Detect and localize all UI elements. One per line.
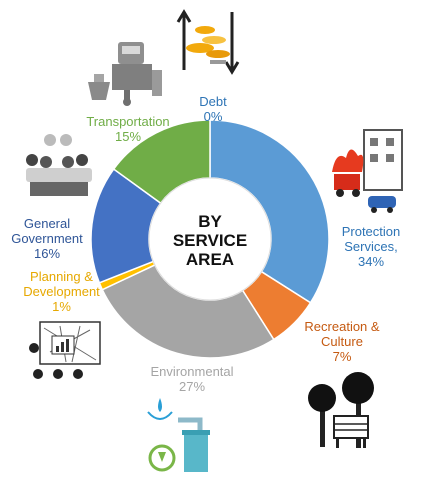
label-transportation: Transportation 15%	[78, 114, 178, 144]
environmental-icon	[147, 398, 210, 472]
label-transportation-name: Transportation	[86, 114, 170, 129]
debt-coins-icon	[176, 9, 240, 75]
donut-hole	[148, 177, 272, 301]
label-recreation-culture-value: 7%	[332, 349, 352, 364]
label-debt-value: 0%	[203, 109, 223, 124]
recreation-culture-icon	[308, 372, 374, 448]
planning-development-icon	[29, 321, 101, 379]
label-planning-development-line1: Planning &	[30, 269, 93, 284]
label-recreation-culture: Recreation & Culture 7%	[292, 319, 392, 364]
label-protection-services: Protection Services, 34%	[321, 224, 421, 269]
label-general-government-value: 16%	[33, 246, 61, 261]
label-planning-development-value: 1%	[52, 299, 71, 314]
protection-services-icon	[332, 129, 403, 213]
chart-title-line2: SERVICE	[172, 231, 248, 250]
label-environmental-value: 27%	[178, 379, 206, 394]
label-general-government-line1: General	[23, 216, 71, 231]
label-transportation-value: 15%	[114, 129, 142, 144]
transportation-icon	[88, 42, 162, 106]
label-planning-development: Planning & Development 1%	[14, 269, 109, 314]
donut-slices	[90, 119, 330, 359]
chart-title-line1: BY	[198, 212, 222, 231]
label-planning-development-line2: Development	[23, 284, 100, 299]
label-recreation-culture-line1: Recreation &	[304, 319, 380, 334]
label-protection-services-line2: Services,	[344, 239, 398, 254]
label-protection-services-line1: Protection	[341, 224, 401, 239]
label-debt: Debt 0%	[178, 94, 248, 124]
label-environmental: Environmental 27%	[142, 364, 242, 394]
label-debt-name: Debt	[199, 94, 227, 109]
chart-title: BY SERVICE AREA	[148, 212, 272, 269]
general-government-icon	[26, 134, 92, 196]
label-environmental-name: Environmental	[150, 364, 234, 379]
label-protection-services-value: 34%	[357, 254, 385, 269]
chart-title-line3: AREA	[185, 250, 235, 269]
label-general-government-line2: Government	[11, 231, 83, 246]
label-recreation-culture-line2: Culture	[321, 334, 363, 349]
label-general-government: General Government 16%	[4, 216, 90, 261]
